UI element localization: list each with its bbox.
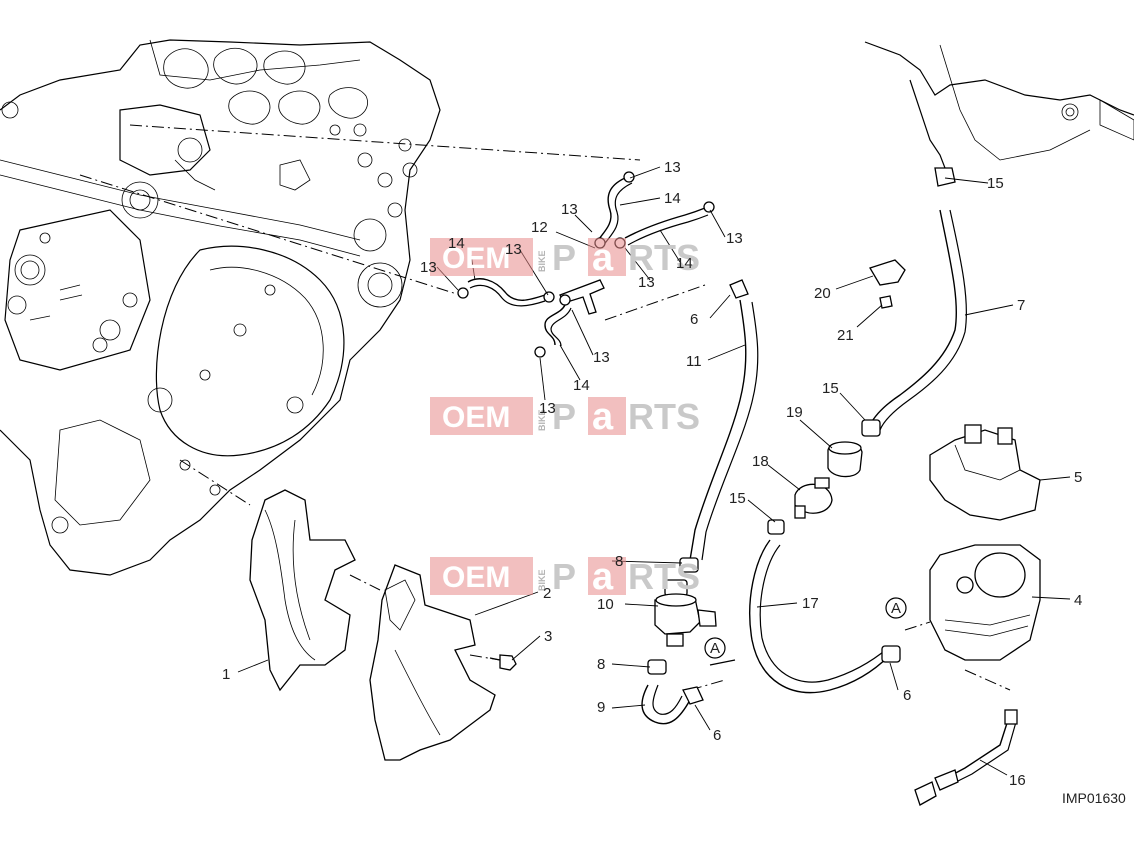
callout-15: 15 [729, 490, 746, 507]
callout-15: 15 [822, 380, 839, 397]
callout-6: 6 [903, 687, 911, 704]
watermark-rts: RTS [628, 237, 700, 278]
part-20-bracket [869, 259, 906, 309]
callout-4: 4 [1074, 592, 1082, 609]
part-7-hose [869, 167, 967, 431]
callout-10: 10 [597, 596, 614, 613]
part-19-damper [827, 441, 863, 478]
callout-13: 13 [561, 201, 578, 218]
watermark-bike: BIKE [537, 409, 547, 431]
watermark-oem: OEM [442, 242, 510, 275]
callout-13: 13 [638, 274, 655, 291]
callout-12: 12 [531, 219, 548, 236]
frame-bracket [864, 41, 1134, 169]
watermark-bike: BIKE [537, 250, 547, 272]
watermark-rts: RTS [628, 556, 700, 597]
watermark-a: a [592, 556, 614, 598]
ref-label: A [710, 640, 720, 657]
part-11-hose [689, 279, 759, 561]
callout-19: 19 [786, 404, 803, 421]
callout-17: 17 [802, 595, 819, 612]
reference-markers: A A [704, 597, 931, 666]
ref-label: A [891, 600, 901, 617]
part-5-cover [929, 424, 1041, 521]
watermark-oem: OEM [442, 401, 510, 434]
watermark-p: P [552, 556, 576, 597]
callout-21: 21 [837, 327, 854, 344]
callout-14: 14 [664, 190, 681, 207]
part-8-clamp-upper [679, 557, 699, 573]
watermark-bottom: OEM BIKE P a RTS [430, 556, 700, 598]
part-1-heat-guard [249, 489, 356, 692]
callouts: 1 2 3 4 5 6 6 6 7 8 8 9 10 11 12 13 13 1… [222, 159, 1082, 789]
watermark-a: a [592, 396, 614, 438]
part-2-heat-guard [369, 564, 496, 761]
callout-14: 14 [573, 377, 590, 394]
callout-1: 1 [222, 666, 230, 683]
callout-9: 9 [597, 699, 605, 716]
callout-3: 3 [544, 628, 552, 645]
callout-6: 6 [713, 727, 721, 744]
leader-lines [237, 166, 1071, 776]
callout-18: 18 [752, 453, 769, 470]
callout-7: 7 [1017, 297, 1025, 314]
watermark-p: P [552, 237, 576, 278]
callout-2: 2 [543, 585, 551, 602]
part-18-valve [794, 477, 833, 519]
callout-14: 14 [676, 255, 693, 272]
watermark-bike: BIKE [537, 569, 547, 591]
callout-11: 11 [686, 353, 702, 370]
callout-16: 16 [1009, 772, 1026, 789]
part-4-canister [929, 544, 1041, 661]
callout-8: 8 [615, 553, 623, 570]
part-17-hose [749, 539, 901, 694]
part-15-clamp [767, 419, 881, 535]
breather-hoses-upper [457, 171, 715, 358]
callout-13: 13 [593, 349, 610, 366]
watermark-top: OEM BIKE P a RTS [430, 237, 700, 279]
drawing-code: IMP01630 [1062, 790, 1126, 806]
callout-13: 13 [420, 259, 437, 276]
callout-13: 13 [726, 230, 743, 247]
callout-13: 13 [539, 400, 556, 417]
callout-6: 6 [690, 311, 698, 328]
watermark-oem: OEM [442, 561, 510, 594]
callout-5: 5 [1074, 469, 1082, 486]
watermark: OEM BIKE P a RTS OEM BIKE P a RTS OEM BI… [430, 237, 700, 598]
part-9-hose [641, 659, 704, 725]
watermark-p: P [552, 396, 576, 437]
callout-20: 20 [814, 285, 831, 302]
callout-8: 8 [597, 656, 605, 673]
part-16-hose [914, 709, 1018, 806]
engine-block [0, 39, 441, 576]
callout-15: 15 [987, 175, 1004, 192]
part-3-screw [489, 654, 517, 671]
watermark-a: a [592, 237, 614, 279]
watermark-rts: RTS [628, 396, 700, 437]
part-10-valve [654, 579, 717, 647]
callout-14: 14 [448, 235, 465, 252]
watermark-middle: OEM BIKE P a RTS [430, 396, 700, 438]
callout-13: 13 [664, 159, 681, 176]
callout-13: 13 [505, 241, 522, 258]
